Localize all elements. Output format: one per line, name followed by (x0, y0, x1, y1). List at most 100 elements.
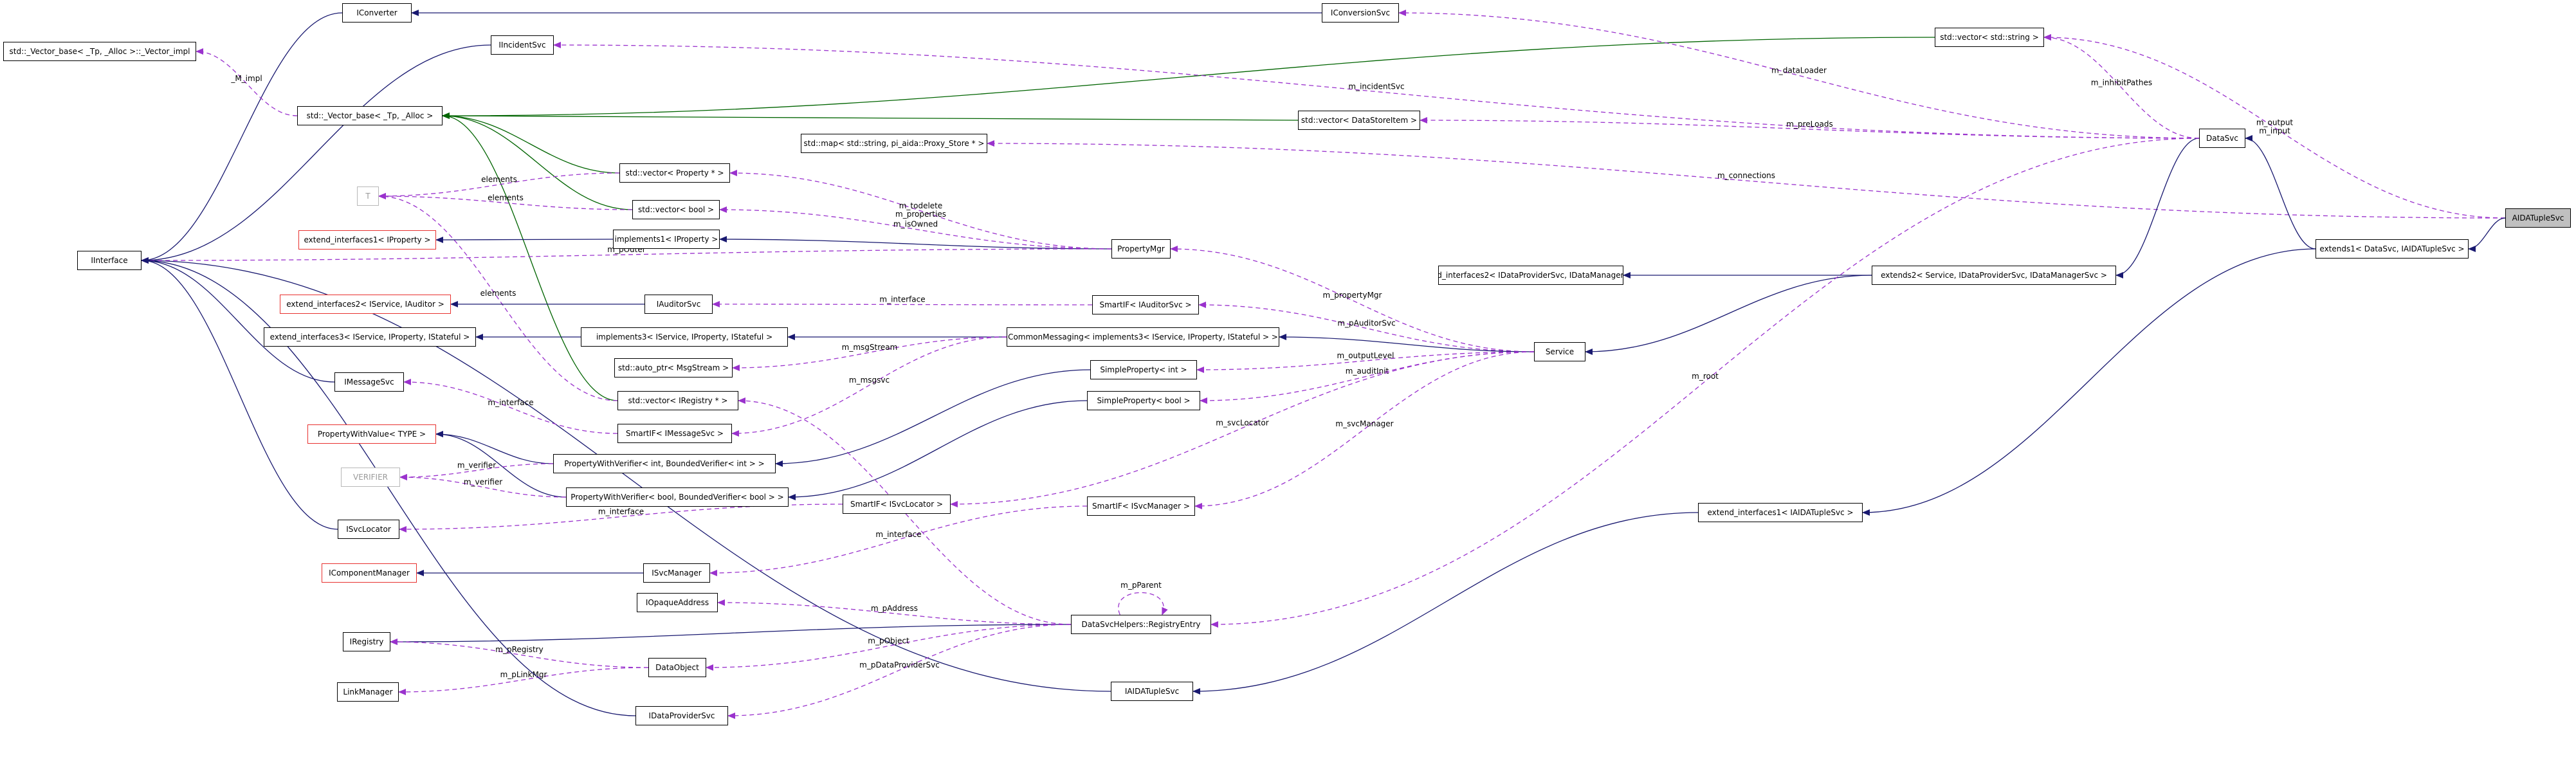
class-node-sfsvcmgr[interactable]: SmartIF< ISvcManager > (1087, 496, 1195, 516)
class-node-isvclocator[interactable]: ISvcLocator (338, 520, 399, 539)
edge-label-e_cm_auto: m_msgStream (842, 343, 898, 352)
edge-label-e_vp_t: elements (481, 175, 517, 184)
class-node-vecdatastore[interactable]: std::vector< DataStoreItem > (1298, 111, 1420, 130)
class-node-linkmgr[interactable]: LinkManager (337, 682, 399, 702)
class-node-icompmgr[interactable]: IComponentManager (322, 563, 417, 583)
class-node-extends2[interactable]: extends2< Service, IDataProviderSvc, IDa… (1872, 266, 2116, 285)
class-node-vecprop[interactable]: std::vector< Property * > (619, 163, 730, 183)
edge-e_ext2_svc (1585, 275, 1872, 355)
edge-label-e_svc_spbool: m_auditInit (1346, 367, 1389, 376)
edge-label-e_vreg_t: elements (480, 289, 516, 298)
class-node-dataobject[interactable]: DataObject (648, 658, 706, 677)
class-node-extends1[interactable]: extends1< DataSvc, IAIDATupleSvc > (2316, 239, 2469, 259)
class-node-sfmsg[interactable]: SmartIF< IMessageSvc > (617, 424, 732, 443)
class-node-vecbase[interactable]: std::_Vector_base< _Tp, _Alloc > (297, 106, 443, 125)
edge-label-e_aida_map: m_connections (1717, 171, 1775, 180)
class-node-vecireg[interactable]: std::vector< IRegistry * > (617, 391, 738, 410)
edge-e_pvint_pwv (435, 431, 554, 464)
class-node-sfauditor[interactable]: SmartIF< IAuditorSvc > (1092, 295, 1199, 314)
class-node-vecimpl[interactable]: std::_Vector_base< _Tp, _Alloc >::_Vecto… (3, 42, 196, 61)
class-node-vecbool[interactable]: std::vector< bool > (632, 200, 720, 219)
class-node-sfsvcloc[interactable]: SmartIF< ISvcLocator > (843, 495, 951, 514)
edge-label-e_do_ireg: m_pRegistry (495, 645, 543, 654)
edge-e_pm_vp (729, 170, 1112, 250)
edge-e_ds_conv (1398, 10, 2200, 139)
class-node-service[interactable]: Service (1534, 342, 1585, 361)
class-node-extif1iprop[interactable]: extend_interfaces1< IProperty > (298, 230, 436, 250)
class-node-impl3[interactable]: implements3< IService, IProperty, IState… (581, 327, 788, 347)
edge-e_vbool_vb (442, 113, 633, 210)
edge-label-e_svc_sfaud: m_pAuditorSvc (1337, 319, 1395, 328)
edge-e_pm_impl1 (719, 236, 1112, 250)
class-node-commmsg[interactable]: CommonMessaging< implements3< IService, … (1007, 327, 1279, 347)
edge-e_reg_vreg (738, 397, 1072, 625)
edge-e_reg_do (706, 624, 1072, 671)
class-node-propmgr[interactable]: PropertyMgr (1111, 239, 1171, 259)
edge-e_pm_ii (141, 248, 1112, 264)
edge-e_vp_vb (442, 113, 620, 174)
edge-e_pvbool_ver (399, 474, 567, 498)
class-node-iregistry[interactable]: IRegistry (343, 632, 390, 651)
edge-e_do_link (398, 667, 649, 695)
class-node-iopaque[interactable]: IOpaqueAddress (637, 593, 718, 612)
edge-e_spbool_pv (788, 400, 1088, 500)
class-node-isvcmgr[interactable]: ISvcManager (643, 563, 710, 583)
edge-e_aida_ii (141, 257, 1111, 692)
class-node-iauditorsvc[interactable]: IAuditorSvc (644, 295, 713, 314)
class-node-iincidentsvc[interactable]: IIncidentSvc (491, 35, 554, 55)
class-node-extif2[interactable]: extend_interfaces2< IDataProviderSvc, ID… (1438, 266, 1623, 285)
class-node-iinterface[interactable]: IInterface (77, 251, 142, 270)
class-node-verifier[interactable]: VERIFIER (341, 468, 400, 487)
edge-e_msg_ii (141, 257, 335, 383)
edge-e_ds_vd (1420, 117, 2200, 139)
edge-label-e_reg_do: m_pObject (868, 637, 909, 646)
edge-e_aida_vs (2043, 34, 2506, 219)
edge-e_reg_idp (727, 624, 1072, 719)
edge-e_ds_vs (2043, 34, 2200, 139)
class-node-datasvc[interactable]: DataSvc (2199, 129, 2245, 148)
edge-e_ext1_if1aida (1862, 248, 2316, 516)
edge-e_ext1_ds (2245, 135, 2316, 250)
edge-label-e_pm_vbool: m_isOwned (893, 220, 938, 229)
class-node-idataprovider[interactable]: IDataProviderSvc (635, 706, 728, 725)
class-node-iconverter[interactable]: IConverter (342, 3, 412, 23)
class-node-pwver_int[interactable]: PropertyWithVerifier< int, BoundedVerifi… (553, 454, 776, 473)
class-node-regentry[interactable]: DataSvcHelpers::RegistryEntry (1071, 615, 1211, 634)
class-node-sprop_bool[interactable]: SimpleProperty< bool > (1087, 391, 1200, 410)
edge-label-e_ds_inc: m_incidentSvc (1348, 82, 1404, 91)
edge-label-e_svc_spint: m_outputLevel (1337, 351, 1394, 360)
class-node-mapproxy[interactable]: std::map< std::string, pi_aida::Proxy_St… (801, 134, 987, 153)
class-node-extif2aud[interactable]: extend_interfaces2< IService, IAuditor > (280, 295, 451, 314)
class-node-sprop_int[interactable]: SimpleProperty< int > (1090, 360, 1197, 379)
edge-e_vreg_vb (442, 113, 618, 401)
edge-label-e_svc_sfmgr: m_svcManager (1335, 419, 1393, 428)
edge-label-e_reg_reg: m_pParent (1120, 581, 1162, 590)
class-node-autoptr[interactable]: std::auto_ptr< MsgStream > (614, 358, 733, 377)
edge-e_sfaud_iaud (712, 301, 1093, 308)
edge-label-e_svc_sfloc: m_svcLocator (1216, 419, 1268, 428)
class-node-pwv[interactable]: PropertyWithValue< TYPE > (307, 424, 436, 444)
class-node-iaidatuplesvc[interactable]: IAIDATupleSvc (1111, 682, 1193, 701)
class-node-impl1iprop[interactable]: implements1< IProperty > (613, 230, 720, 249)
class-node-extif3[interactable]: extend_interfaces3< IService, IProperty,… (264, 327, 476, 347)
class-node-aidatuplesvc[interactable]: AIDATupleSvc (2505, 208, 2571, 228)
edge-e_inc_ii (141, 44, 491, 264)
edge-label-e_sfaud_iaud: m_interface (879, 295, 925, 304)
edge-e_reg_ireg (390, 624, 1072, 645)
class-node-pwver_bool[interactable]: PropertyWithVerifier< bool, BoundedVerif… (566, 487, 789, 507)
edge-e_svc_sfaud (1198, 302, 1535, 352)
edge-e_ds_reg (1210, 138, 2200, 628)
edge-e_vbool_t (378, 193, 633, 210)
class-node-t[interactable]: T (357, 186, 379, 206)
edge-e_vreg_t (378, 193, 618, 401)
class-node-imessagesvc[interactable]: IMessageSvc (334, 372, 404, 392)
class-node-iconversionsvc[interactable]: IConversionSvc (1322, 3, 1399, 23)
class-node-extif1aida[interactable]: extend_interfaces1< IAIDATupleSvc > (1698, 503, 1863, 522)
edge-e_pvint_ver (399, 463, 554, 480)
edge-label-e_do_link: m_pLinkMgr (500, 670, 547, 679)
class-node-vecstring[interactable]: std::vector< std::string > (1935, 28, 2044, 47)
edge-e_sfmsg_msg (403, 379, 618, 434)
